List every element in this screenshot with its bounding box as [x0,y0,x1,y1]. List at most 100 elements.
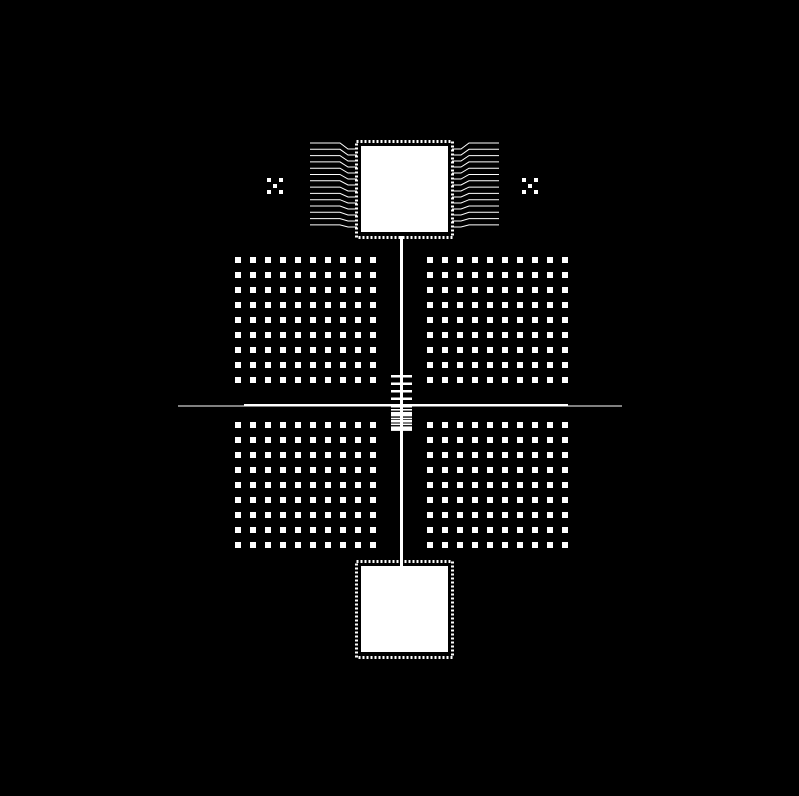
array-bottom-right-pad [502,452,508,458]
array-top-left-pad [280,332,286,338]
finger-upper [391,382,412,385]
array-bottom-right-pad [427,512,433,518]
array-bottom-left-pad [250,482,256,488]
array-top-left-pad [310,272,316,278]
array-bottom-right-pad [472,452,478,458]
array-bottom-left-pad [250,512,256,518]
array-bottom-left-pad [265,422,271,428]
array-top-left-pad [295,362,301,368]
array-top-right-pad [532,302,538,308]
array-bottom-left-pad [235,497,241,503]
array-top-left-pad [325,257,331,263]
top-pad [355,140,454,239]
array-top-left-pad [250,347,256,353]
array-top-right-pad [487,362,493,368]
array-bottom-left-pad [370,452,376,458]
array-bottom-right-pad [487,452,493,458]
array-bottom-right-pad [427,437,433,443]
array-bottom-right-pad [532,482,538,488]
array-top-left-pad [340,317,346,323]
array-bottom-right-pad [442,482,448,488]
fan-line-left [310,186,357,192]
array-top-right-pad [547,332,553,338]
fan-line-right [452,155,499,162]
array-top-left-pad [280,257,286,263]
array-bottom-right-pad [472,467,478,473]
array-top-right-pad [547,347,553,353]
alignment-mark-dot [267,178,271,182]
array-top-left-pad [370,272,376,278]
array-top-left-pad [265,287,271,293]
alignment-mark-dot [522,190,526,194]
fan-line-left [310,180,357,186]
array-top-left-pad [280,362,286,368]
alignment-mark-right [522,178,538,194]
array-top-right-pad [487,302,493,308]
array-bottom-left-pad [340,467,346,473]
array-bottom-right-pad [547,482,553,488]
array-bottom-right-pad [442,542,448,548]
array-bottom-left-pad [370,422,376,428]
array-bottom-right-pad [562,452,568,458]
array-top-left-pad [280,347,286,353]
array-top-right-pad [472,302,478,308]
array-top-right-pad [547,377,553,383]
array-top-right-pad [457,317,463,323]
array-bottom-right-pad [532,437,538,443]
array-top-right-pad [562,362,568,368]
array-bottom-right-pad [487,512,493,518]
array-bottom-left-pad [295,527,301,533]
top-pad-dotted-border [355,140,454,239]
array-bottom-right-pad [532,422,538,428]
array-top-right-pad [502,257,508,263]
finger-lower [391,414,412,417]
array-bottom-right-pad [427,542,433,548]
array-top-right-pad [502,377,508,383]
array-top-left-pad [295,257,301,263]
array-bottom-right-pad [562,527,568,533]
finger-lower [391,409,412,411]
array-top-left-pad [355,302,361,308]
alignment-mark-dot [273,184,277,188]
finger-upper [391,412,412,415]
fan-line-right [452,148,499,156]
array-bottom-left-pad [355,527,361,533]
array-bottom-right-pad [457,467,463,473]
array-bottom-left-pad [310,422,316,428]
array-bottom-right-pad [442,527,448,533]
array-top-left-pad [325,302,331,308]
fan-line-right [452,186,499,192]
array-top-right-pad [427,257,433,263]
array-top-left-pad [310,287,316,293]
array-top-right-pad [457,272,463,278]
alignment-mark-dot [534,178,538,182]
array-top-right-pad [487,287,493,293]
array-top-left-pad [250,257,256,263]
array-top-left-pad [295,317,301,323]
array-top-right-pad [427,347,433,353]
array-top-right-pad [427,377,433,383]
array-bottom-left-pad [340,482,346,488]
array-bottom-left-pad [250,497,256,503]
array-bottom-left-pad [370,527,376,533]
array-top-left-pad [250,272,256,278]
array-top-left-pad [370,362,376,368]
array-bottom-left-pad [355,542,361,548]
array-top-right-pad [427,272,433,278]
finger-lower [391,426,412,428]
array-bottom-left-pad [265,512,271,518]
array-bottom-left-pad [235,452,241,458]
array-top-right-pad [517,317,523,323]
array-top-right-pad [562,257,568,263]
array-bottom-right-pad [502,497,508,503]
array-top-right-pad [472,347,478,353]
array-bottom-left-pad [325,497,331,503]
array-bottom-right-pad [532,527,538,533]
array-top-right-pad [472,332,478,338]
array-bottom-left-pad [340,452,346,458]
array-top-left-pad [235,317,241,323]
array-bottom-left-pad [265,467,271,473]
array-top-right-pad [547,287,553,293]
array-bottom-left-pad [250,527,256,533]
